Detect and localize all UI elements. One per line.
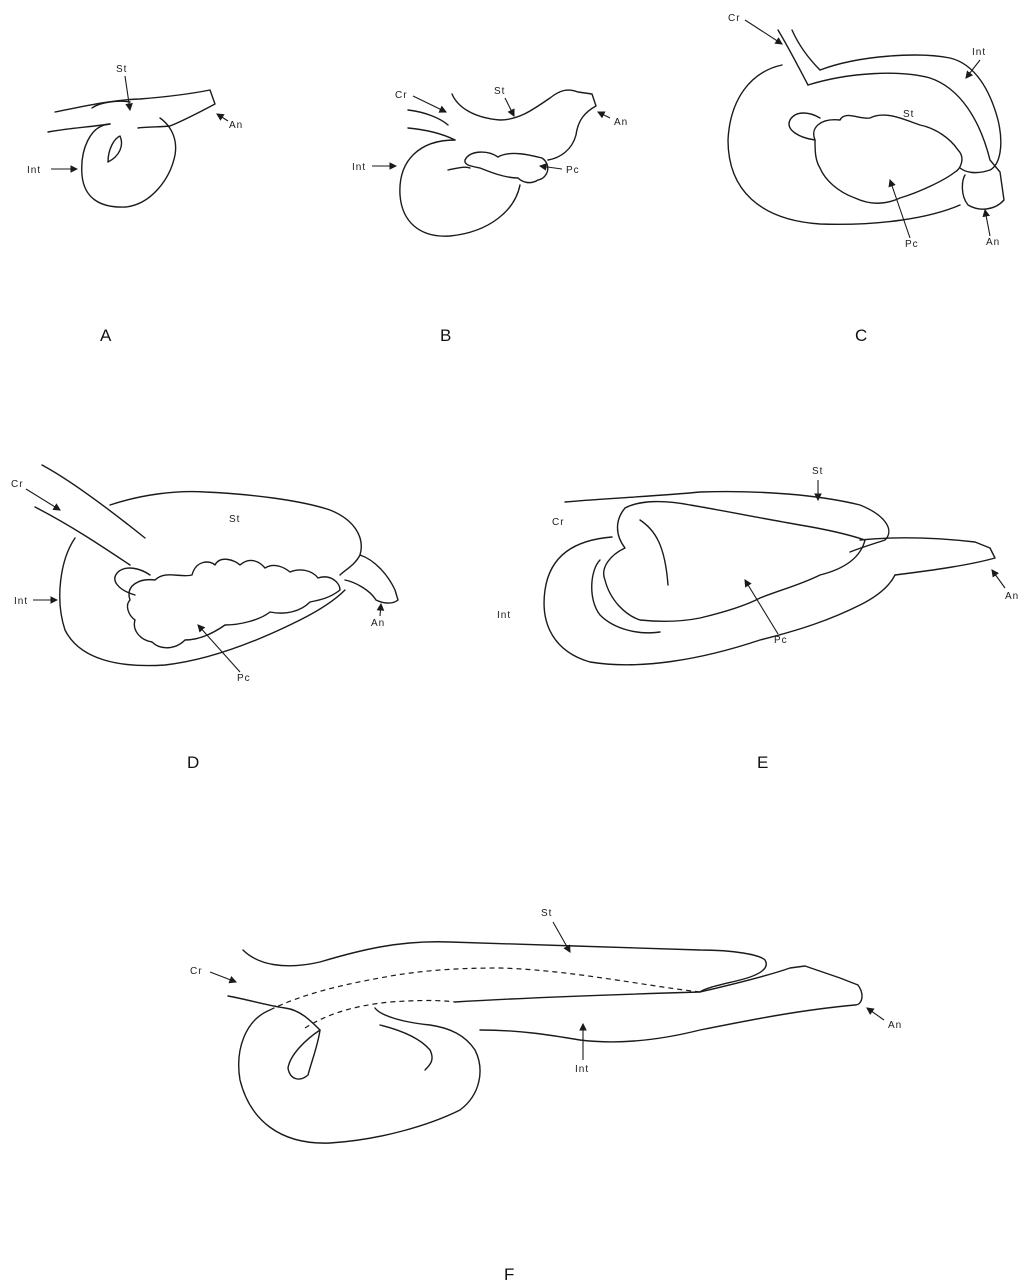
panel-b-cr-label: Cr — [395, 90, 408, 101]
panel-c-crop — [778, 30, 820, 85]
panel-e-st-label: St — [812, 466, 823, 477]
panel-e-int-body — [544, 537, 895, 665]
panel-b-st-label: St — [494, 86, 505, 97]
panel-a-int-loop — [108, 136, 122, 162]
panel-c-int-label: Int — [972, 47, 986, 58]
panel-e-pc-fold — [640, 520, 668, 585]
panel-e-stomach-top — [565, 492, 889, 552]
panel-a-int-label: Int — [27, 165, 41, 176]
panel-f-letter: F — [504, 1265, 514, 1284]
panel-d-crop — [35, 465, 145, 565]
panel-f-int-label: Int — [575, 1064, 589, 1075]
panel-e-letter: E — [757, 753, 768, 772]
panel-b: Cr St An Int Pc B — [352, 86, 628, 345]
panel-d-st-label: St — [229, 514, 240, 525]
panel-a: St An Int A — [27, 64, 243, 345]
panel-b-pc-label: Pc — [566, 165, 580, 176]
panel-b-int-sac — [400, 140, 520, 236]
panel-e-cr-label: Cr — [552, 517, 565, 528]
panel-c: Cr Int St Pc An C — [728, 13, 1004, 345]
panel-a-tube-top — [55, 90, 215, 128]
panel-c-an-label: An — [986, 237, 1000, 248]
panel-f-int-sac — [239, 1008, 480, 1143]
panel-d-int-label: Int — [14, 596, 28, 607]
panel-f-st-label: St — [541, 908, 552, 919]
panel-f-hindgut — [455, 966, 862, 1042]
panel-a-letter: A — [100, 326, 112, 345]
panel-b-letter: B — [440, 326, 451, 345]
panel-d-int-body — [60, 538, 345, 666]
panel-d-an-label: An — [371, 618, 385, 629]
panel-a-an-label: An — [229, 120, 243, 131]
panel-a-stomach — [82, 118, 176, 207]
panel-d-pc-label: Pc — [237, 673, 251, 684]
panel-c-st-label: St — [903, 109, 914, 120]
panel-c-pc-lobe — [789, 113, 820, 140]
panel-b-stomach-tube — [452, 90, 596, 160]
panel-b-crop — [408, 110, 455, 140]
panel-f-int-upper — [228, 996, 320, 1030]
panel-c-letter: C — [855, 326, 867, 345]
panel-f-dashed-upper — [270, 968, 700, 1010]
panel-b-pc — [465, 152, 548, 183]
panel-b-pc-fold — [448, 167, 470, 170]
panel-e-int-label: Int — [497, 610, 511, 621]
panel-e-hindgut — [860, 538, 995, 575]
panel-f-dashed-lower — [305, 1001, 455, 1029]
panel-c-cr-label: Cr — [728, 13, 741, 24]
panel-a-tube-bottom — [48, 124, 110, 132]
panel-c-pc — [814, 115, 962, 203]
panel-f-an-label: An — [888, 1020, 902, 1031]
panel-d-cr-label: Cr — [11, 479, 24, 490]
panel-a-st-bulge — [92, 101, 130, 108]
panel-c-pc-label: Pc — [905, 239, 919, 250]
panel-f-int-curve — [380, 1025, 432, 1070]
panel-d-pc-lobe — [115, 568, 150, 595]
panel-c-int-body — [728, 65, 960, 224]
panel-a-st-label: St — [116, 64, 127, 75]
panel-e-int-coil — [592, 560, 660, 633]
panel-d-pc — [128, 559, 340, 648]
panel-e-pc-label: Pc — [774, 635, 788, 646]
panel-e-pc — [604, 502, 865, 622]
panel-f-stomach — [243, 942, 766, 992]
panel-e: St Cr An Int Pc E — [497, 466, 1019, 772]
panel-d-an — [345, 555, 398, 603]
panel-f-cr-label: Cr — [190, 966, 203, 977]
panel-f: St Cr An Int F — [190, 908, 902, 1284]
panel-f-int-loop — [288, 1030, 320, 1079]
panel-b-an-label: An — [614, 117, 628, 128]
panel-b-int-label: Int — [352, 162, 366, 173]
panel-d-letter: D — [187, 753, 199, 772]
panel-e-an-label: An — [1005, 591, 1019, 602]
panel-d: Cr St Int An Pc D — [11, 465, 398, 772]
